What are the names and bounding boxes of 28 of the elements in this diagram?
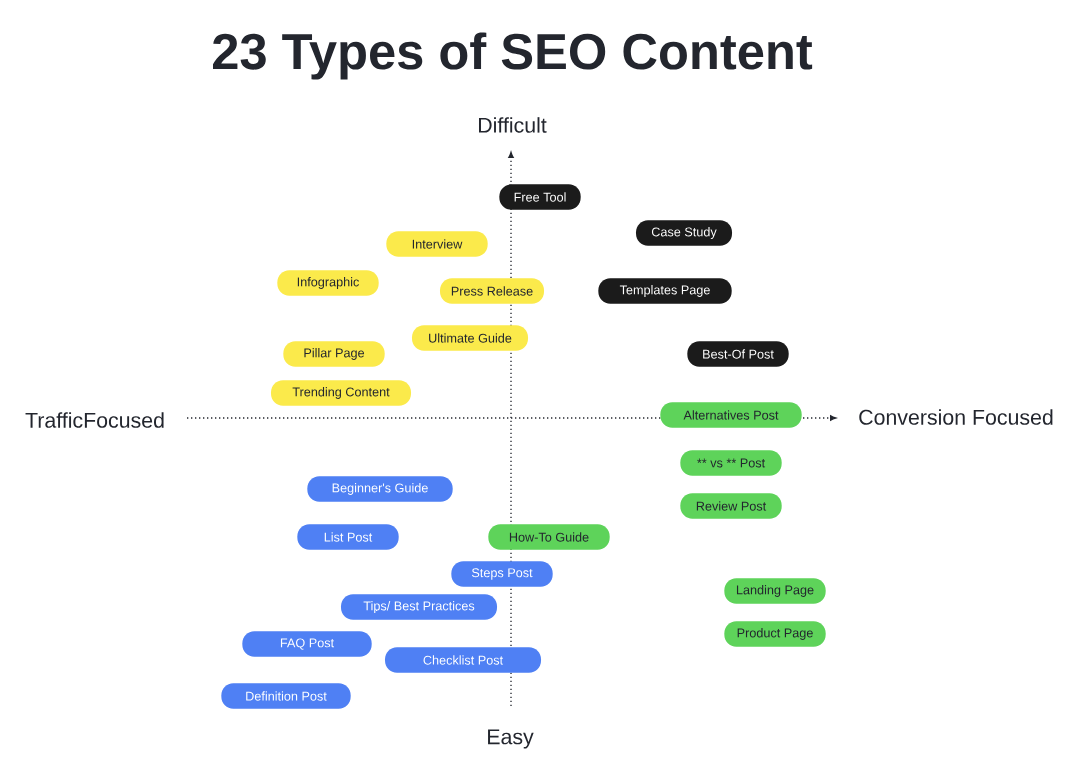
content-pill: Case Study (636, 220, 732, 246)
content-pill: Best-Of Post (687, 341, 789, 367)
axis-label: Conversion Focused (859, 409, 1053, 425)
content-pill: Templates Page (598, 278, 732, 304)
content-pill: Landing Page (724, 578, 826, 604)
content-pill: Alternatives Post (660, 402, 802, 428)
content-pill: Beginner's Guide (307, 476, 453, 502)
axis-label: Easy (488, 729, 534, 749)
content-pill: Trending Content (271, 380, 411, 406)
content-pill: List Post (297, 524, 399, 550)
axis-label: Difficult (479, 117, 547, 133)
content-pill: Press Release (440, 278, 544, 304)
content-pill: ** vs ** Post (680, 450, 782, 476)
content-pill: Pillar Page (283, 341, 385, 367)
content-pill: Tips/ Best Practices (341, 594, 497, 620)
content-pill: Ultimate Guide (412, 325, 528, 351)
content-pill: Infographic (277, 270, 379, 296)
content-pill: Steps Post (451, 561, 553, 587)
content-pill: Checklist Post (385, 647, 541, 673)
content-pill: Product Page (724, 621, 826, 647)
content-pill: FAQ Post (242, 631, 372, 657)
content-pill: Interview (386, 231, 488, 257)
content-pill: Definition Post (221, 683, 351, 709)
content-pill: Review Post (680, 493, 782, 519)
content-pill: Free Tool (499, 184, 581, 210)
title: 23 Types of SEO Content (213, 32, 813, 80)
axis-label: TrafficFocused (25, 412, 164, 428)
content-pill: How-To Guide (488, 524, 610, 550)
